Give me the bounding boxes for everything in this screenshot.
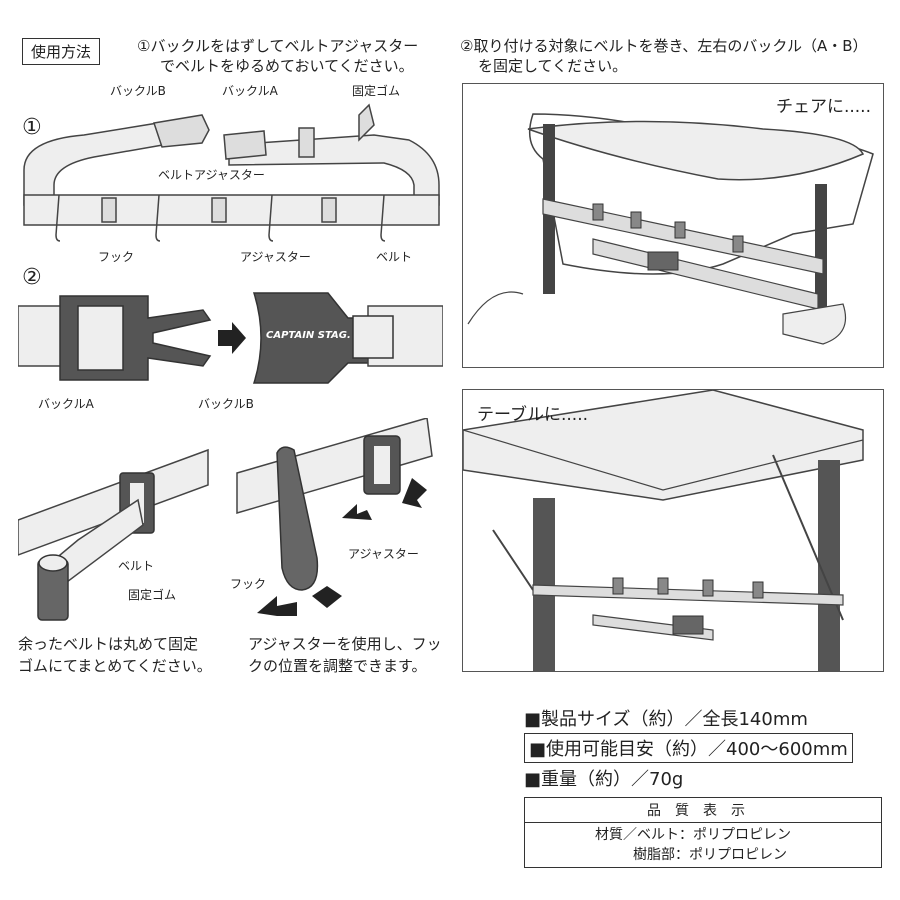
step-marker-1: ①: [22, 115, 42, 140]
label-buckle-b-2: バックルB: [198, 397, 254, 411]
label-adjuster-2: アジャスター: [348, 547, 419, 561]
quality-line1: 材質／ベルト：ポリプロピレン: [595, 827, 791, 843]
chair-panel: チェアに.....: [462, 83, 884, 368]
label-belt-2: ベルト: [118, 559, 155, 573]
spec-usable: ■使用可能目安（約）／400〜600mm: [524, 733, 853, 763]
step2-text-line1: ②取り付ける対象にベルトを巻き、左右のバックル（A・B）: [460, 37, 868, 55]
label-adjuster: アジャスター: [240, 250, 311, 264]
quality-body: 材質／ベルト：ポリプロピレン 樹脂部：ポリプロピレン: [524, 822, 882, 868]
chair-illustration: [467, 113, 874, 345]
fig3-caption-line1: 余ったベルトは丸めて固定: [18, 635, 199, 653]
captain-stag-logo: CAPTAIN STAG.: [266, 330, 351, 341]
buckle-closeup-illustration: [18, 292, 443, 384]
fig3-caption-line2: ゴムにてまとめてください。: [18, 657, 212, 675]
label-fixing-rubber-2: 固定ゴム: [128, 588, 177, 602]
label-fixing-rubber: 固定ゴム: [352, 84, 401, 98]
label-belt-adjuster: ベルトアジャスター: [158, 168, 265, 182]
step1-text-line2: でベルトをゆるめておいてください。: [160, 57, 414, 75]
table-panel: テーブルに.....: [462, 389, 884, 672]
label-hook-2: フック: [230, 577, 267, 591]
step2-text-line2: を固定してください。: [478, 57, 628, 75]
spec-weight: ■重量（約）／70g: [524, 769, 684, 790]
spec-size: ■製品サイズ（約）／全長140mm: [524, 709, 808, 730]
chair-panel-label: チェアに.....: [775, 97, 871, 117]
fig4-caption-line1: アジャスターを使用し、フッ: [248, 635, 442, 653]
fig4-caption-line2: クの位置を調整できます。: [248, 657, 427, 675]
label-buckle-a: バックルA: [222, 84, 278, 98]
table-illustration: [463, 390, 864, 671]
label-belt: ベルト: [376, 250, 413, 264]
quality-table: 品質表示 材質／ベルト：ポリプロピレン 樹脂部：ポリプロピレン: [524, 797, 882, 868]
hook-adjuster-illustration: [236, 418, 433, 616]
label-hook: フック: [98, 250, 135, 264]
quality-header: 品質表示: [524, 797, 882, 823]
label-buckle-b: バックルB: [110, 84, 166, 98]
step1-text-line1: ①バックルをはずしてベルトアジャスター: [137, 37, 419, 55]
belt-overview-illustration: [23, 103, 440, 242]
how-to-use-title: 使用方法: [22, 38, 101, 65]
step-marker-2: ②: [22, 265, 42, 290]
quality-line2: 樹脂部：ポリプロピレン: [633, 847, 787, 863]
label-buckle-a-2: バックルA: [38, 397, 94, 411]
rolled-belt-illustration: [18, 448, 209, 621]
table-panel-label: テーブルに.....: [477, 405, 588, 425]
